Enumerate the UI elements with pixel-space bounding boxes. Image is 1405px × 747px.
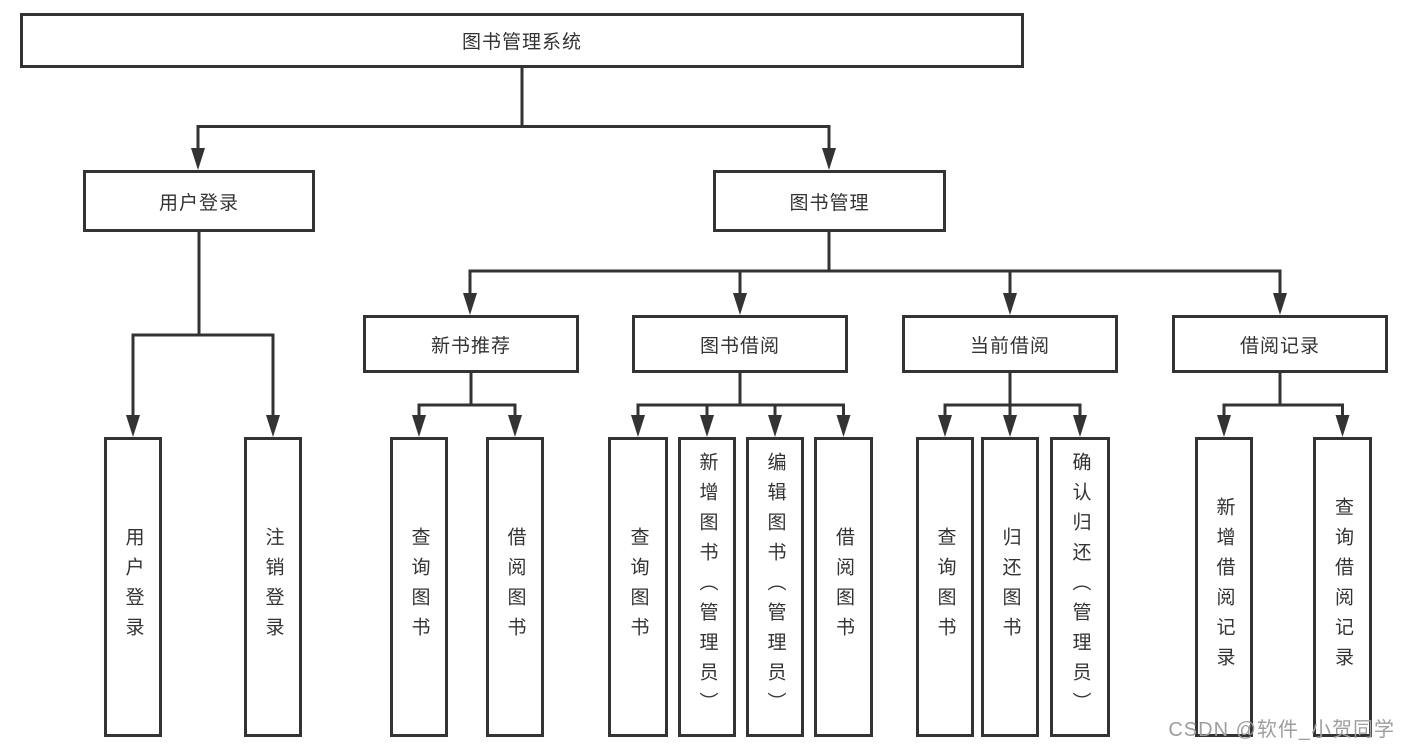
node-book-management: 图书管理 [713,170,946,232]
node-label: 当前借阅 [969,335,1050,357]
leaf-query-books: 查询图书 [390,437,448,737]
node-label: 借阅图书 [833,527,854,647]
node-label: 查询图书 [408,527,430,647]
node-label: 用户登录 [122,527,144,647]
node-borrowing-records: 借阅记录 [1172,315,1388,373]
node-label: 新增借阅记录 [1213,497,1235,677]
node-label: 归还图书 [999,527,1021,647]
leaf-user-login: 用户登录 [104,437,162,737]
node-new-book-recommendation: 新书推荐 [363,315,579,373]
leaf-return-books: 归还图书 [981,437,1039,737]
node-label: 编辑图书（管理员） [764,452,786,722]
node-label: 确认归还（管理员） [1069,452,1091,722]
leaf-query-books: 查询图书 [608,437,668,737]
node-label: 图书借阅 [699,335,780,357]
node-label: 查询图书 [934,527,956,647]
node-label: 注销登录 [262,527,284,647]
node-label: 新增图书（管理员） [696,452,718,722]
leaf-borrow-books: 借阅图书 [486,437,544,737]
leaf-query-books: 查询图书 [916,437,974,737]
node-label: 图书管理系统 [461,32,582,53]
node-book-borrowing: 图书借阅 [632,315,848,373]
leaf-logout: 注销登录 [244,437,302,737]
node-label: 查询图书 [627,527,649,647]
node-library-management-system: 图书管理系统 [20,13,1024,68]
node-label: 图书管理 [789,192,870,214]
node-label: 借阅图书 [504,527,526,647]
leaf-add-borrow-record: 新增借阅记录 [1195,437,1253,737]
node-current-borrowing: 当前借阅 [902,315,1118,373]
node-label: 新书推荐 [430,335,511,357]
node-label: 用户登录 [158,192,239,214]
node-label: 查询借阅记录 [1332,497,1353,677]
leaf-query-borrow-record: 查询借阅记录 [1313,437,1372,737]
node-user-login: 用户登录 [83,170,315,232]
csdn-watermark: CSDN @软件_小贺同学 [1168,719,1395,741]
node-label: 借阅记录 [1239,335,1320,357]
leaf-add-books-admin: 新增图书（管理员） [678,437,736,737]
leaf-edit-books-admin: 编辑图书（管理员） [746,437,804,737]
leaf-confirm-return-admin: 确认归还（管理员） [1050,437,1110,737]
leaf-borrow-books: 借阅图书 [814,437,873,737]
